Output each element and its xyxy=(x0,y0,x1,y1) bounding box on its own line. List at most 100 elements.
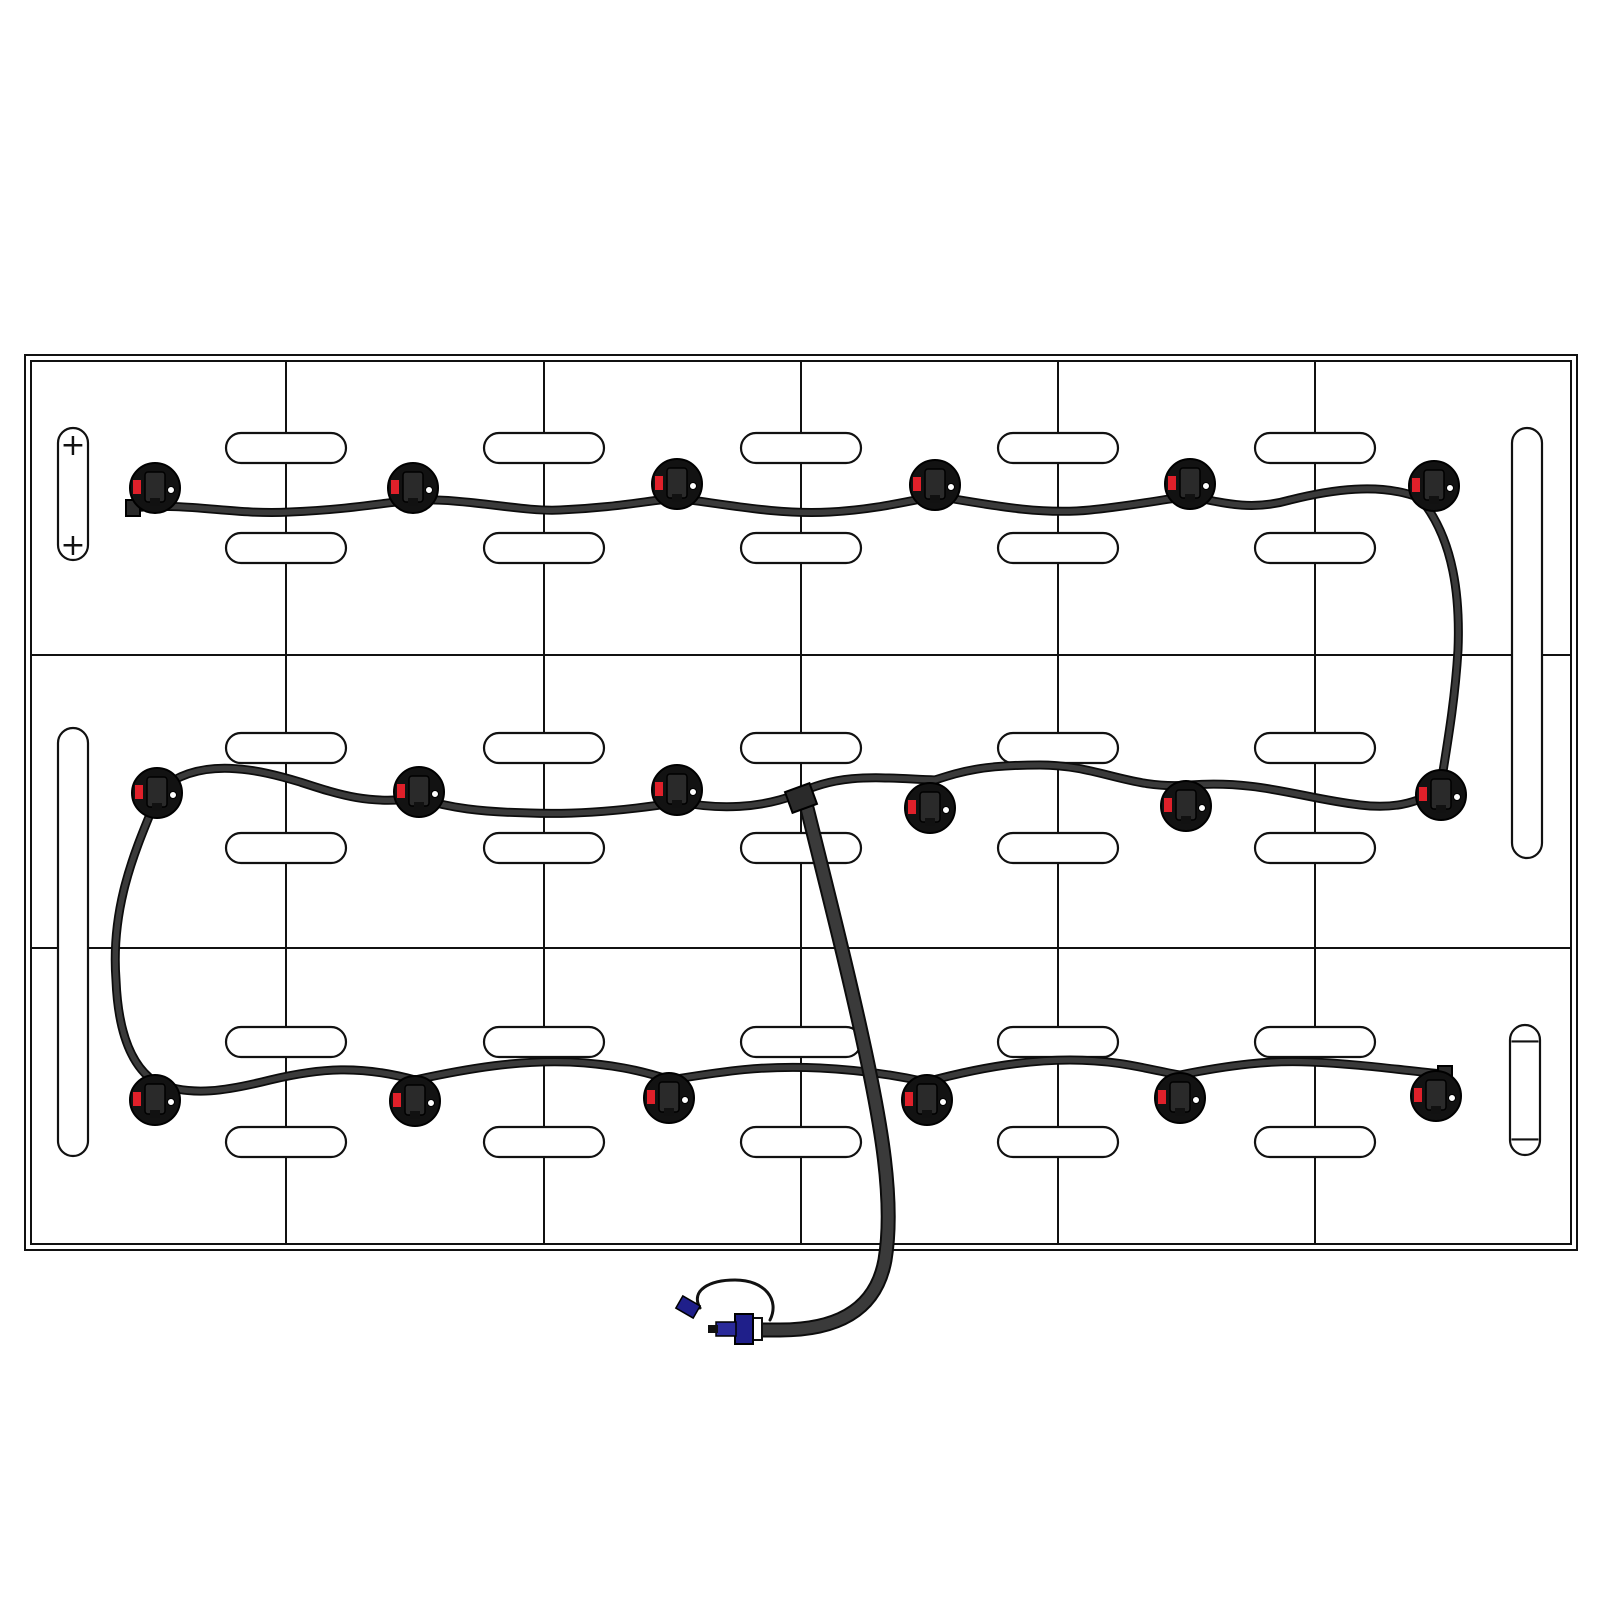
plug-vent-hole xyxy=(1453,793,1461,801)
plug-cap xyxy=(146,776,168,808)
coupling-blue-cap xyxy=(674,1294,702,1320)
plug-cap xyxy=(408,775,430,807)
plug-vent-hole xyxy=(942,806,950,814)
negative-terminal-slot xyxy=(1508,1023,1542,1157)
t-connector-icon xyxy=(783,781,819,815)
negative-bottom-label: — xyxy=(1510,1121,1540,1156)
intercell-slot xyxy=(739,431,863,465)
intercell-slot xyxy=(482,1025,606,1059)
intercell-slot xyxy=(996,731,1120,765)
t-connector-body xyxy=(783,781,819,815)
plug-red-indicator xyxy=(1164,798,1172,812)
plug-vent-hole xyxy=(431,790,439,798)
plug-cap xyxy=(666,773,688,805)
intercell-slot xyxy=(224,1125,348,1159)
intercell-slot xyxy=(739,1125,863,1159)
intercell-slot xyxy=(996,1125,1120,1159)
watering-plug-icon[interactable] xyxy=(909,459,961,511)
intercell-slot xyxy=(996,831,1120,865)
plug-red-indicator xyxy=(908,800,916,814)
plug-cap xyxy=(404,1084,426,1116)
intercell-slot xyxy=(224,1025,348,1059)
plug-vent-hole xyxy=(1192,1096,1200,1104)
intercell-slot xyxy=(1253,531,1377,565)
watering-plug-icon[interactable] xyxy=(393,766,445,818)
watering-plug-icon[interactable] xyxy=(1410,1070,1462,1122)
watering-plug-icon[interactable] xyxy=(651,458,703,510)
intercell-slot xyxy=(1253,1025,1377,1059)
intercell-slot xyxy=(739,1025,863,1059)
plug-cap xyxy=(1175,789,1197,821)
watering-plug-icon[interactable] xyxy=(1154,1072,1206,1124)
coupling-blue-nipple xyxy=(715,1321,737,1337)
watering-plug-icon[interactable] xyxy=(1408,460,1460,512)
plug-clip xyxy=(408,498,418,506)
intercell-slot xyxy=(996,431,1120,465)
plug-vent-hole xyxy=(947,483,955,491)
plug-clip xyxy=(152,803,162,811)
watering-plug-icon[interactable] xyxy=(1415,769,1467,821)
plug-clip xyxy=(930,495,940,503)
plug-clip xyxy=(925,818,935,826)
plug-clip xyxy=(1431,1106,1441,1114)
watering-plug-icon[interactable] xyxy=(129,1074,181,1126)
plug-clip xyxy=(150,1110,160,1118)
positive-terminal: + + xyxy=(56,426,90,563)
cell-grid xyxy=(31,361,1571,1244)
terminal-slots: + + — — xyxy=(56,426,1544,1158)
plug-cap xyxy=(1425,1079,1447,1111)
plug-cap xyxy=(1179,467,1201,499)
intercell-slot xyxy=(224,431,348,465)
watering-plug-icon[interactable] xyxy=(389,1075,441,1127)
plug-red-indicator xyxy=(913,477,921,491)
watering-plug-icon[interactable] xyxy=(1160,780,1212,832)
plug-clip xyxy=(150,498,160,506)
plug-cap xyxy=(916,1083,938,1115)
watering-plug-icon[interactable] xyxy=(904,782,956,834)
tray-outer-frame xyxy=(24,354,1578,1251)
plug-clip xyxy=(1181,816,1191,824)
plug-red-indicator xyxy=(655,782,663,796)
plug-cap xyxy=(924,468,946,500)
plug-vent-hole xyxy=(1448,1094,1456,1102)
plug-clip xyxy=(672,800,682,808)
plug-cap xyxy=(1169,1081,1191,1113)
quick-coupling-icon[interactable] xyxy=(674,1278,775,1345)
watering-plug-icon[interactable] xyxy=(901,1074,953,1126)
intercell-slot xyxy=(739,831,863,865)
intercell-slot xyxy=(1253,831,1377,865)
watering-plug-icon[interactable] xyxy=(387,462,439,514)
plug-vent-hole xyxy=(681,1096,689,1104)
plug-red-indicator xyxy=(135,785,143,799)
negative-top-label: — xyxy=(1510,1023,1540,1058)
intercell-slot xyxy=(482,731,606,765)
intercell-slots xyxy=(224,431,1377,1159)
plug-clip xyxy=(1436,805,1446,813)
plug-red-indicator xyxy=(1412,478,1420,492)
plug-cap xyxy=(1430,778,1452,810)
right-long-slot xyxy=(1510,426,1544,860)
plug-clip xyxy=(410,1111,420,1119)
plug-vent-hole xyxy=(167,1098,175,1106)
intercell-slot xyxy=(224,531,348,565)
watering-plug-icon[interactable] xyxy=(643,1072,695,1124)
plug-cap xyxy=(144,471,166,503)
watering-plug-icon[interactable] xyxy=(651,764,703,816)
watering-plug-icon[interactable] xyxy=(129,462,181,514)
intercell-slot xyxy=(482,1125,606,1159)
positive-top-label: + xyxy=(60,428,85,463)
plug-cap xyxy=(919,791,941,823)
plug-red-indicator xyxy=(1158,1090,1166,1104)
intercell-slot xyxy=(224,831,348,865)
plug-red-indicator xyxy=(1419,787,1427,801)
plug-cap xyxy=(666,467,688,499)
plug-red-indicator xyxy=(133,480,141,494)
watering-plug-icon[interactable] xyxy=(1164,458,1216,510)
positive-bottom-label: + xyxy=(60,528,85,563)
plug-red-indicator xyxy=(133,1092,141,1106)
watering-plug-icon[interactable] xyxy=(131,767,183,819)
plug-clip xyxy=(664,1108,674,1116)
intercell-slot xyxy=(1253,431,1377,465)
positive-terminal-slot xyxy=(56,426,90,562)
